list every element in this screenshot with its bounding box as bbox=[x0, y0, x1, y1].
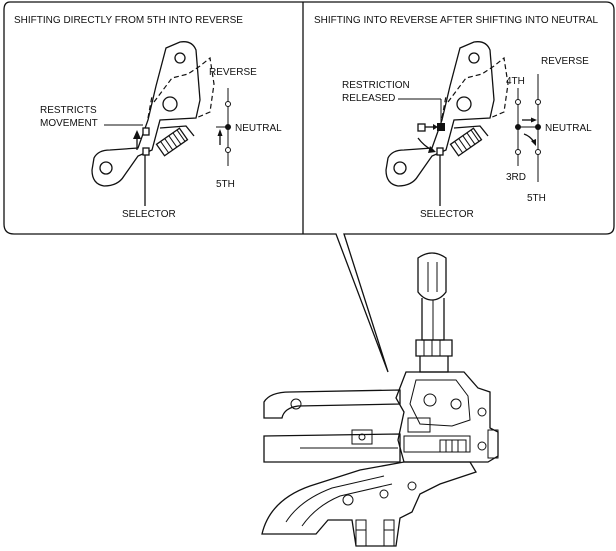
gate-fifth-left: 5TH bbox=[216, 179, 235, 190]
label-selector-left: SELECTOR bbox=[122, 209, 176, 220]
selector-bracket-right bbox=[385, 41, 509, 206]
gate-reverse-right: REVERSE bbox=[541, 56, 589, 67]
shift-gate-left bbox=[216, 88, 231, 166]
callout-box bbox=[3, 1, 615, 373]
panel-left-title: SHIFTING DIRECTLY FROM 5TH INTO REVERSE bbox=[14, 15, 243, 26]
pivot-hole-bottom bbox=[99, 161, 113, 175]
selector-bracket-left bbox=[91, 41, 215, 206]
gate-neutral-left: NEUTRAL bbox=[235, 123, 282, 134]
label-selector-right: SELECTOR bbox=[420, 209, 474, 220]
selector-pin-engaged bbox=[437, 123, 445, 131]
gate-third-right: 3RD bbox=[506, 172, 526, 183]
selector-pin-lower bbox=[142, 147, 150, 156]
shifter-assembly bbox=[261, 252, 499, 547]
label-restriction-line1: RESTRICTION bbox=[342, 80, 410, 91]
shift-lever bbox=[415, 252, 453, 373]
panel-right-title: SHIFTING INTO REVERSE AFTER SHIFTING INT… bbox=[314, 15, 599, 26]
gate-neutral-right: NEUTRAL bbox=[545, 123, 592, 134]
panel-right: SHIFTING INTO REVERSE AFTER SHIFTING INT… bbox=[314, 15, 599, 220]
gate-fifth-right: 5TH bbox=[527, 193, 546, 204]
panel-left: SHIFTING DIRECTLY FROM 5TH INTO REVERSE bbox=[14, 15, 282, 220]
selector-pin-released bbox=[417, 123, 426, 132]
selector-pin-upper bbox=[142, 127, 150, 136]
label-restricts-line1: RESTRICTS bbox=[40, 105, 97, 116]
pivot-hole-mid bbox=[162, 96, 178, 112]
shift-gate-right bbox=[515, 74, 541, 182]
label-restricts-line2: MOVEMENT bbox=[40, 118, 98, 129]
pivot-hole-top bbox=[174, 52, 186, 64]
gate-fourth-right: 4TH bbox=[506, 76, 525, 87]
spring-left bbox=[155, 127, 189, 157]
gate-reverse-left: REVERSE bbox=[209, 67, 257, 78]
label-restriction-line2: RELEASED bbox=[342, 93, 395, 104]
